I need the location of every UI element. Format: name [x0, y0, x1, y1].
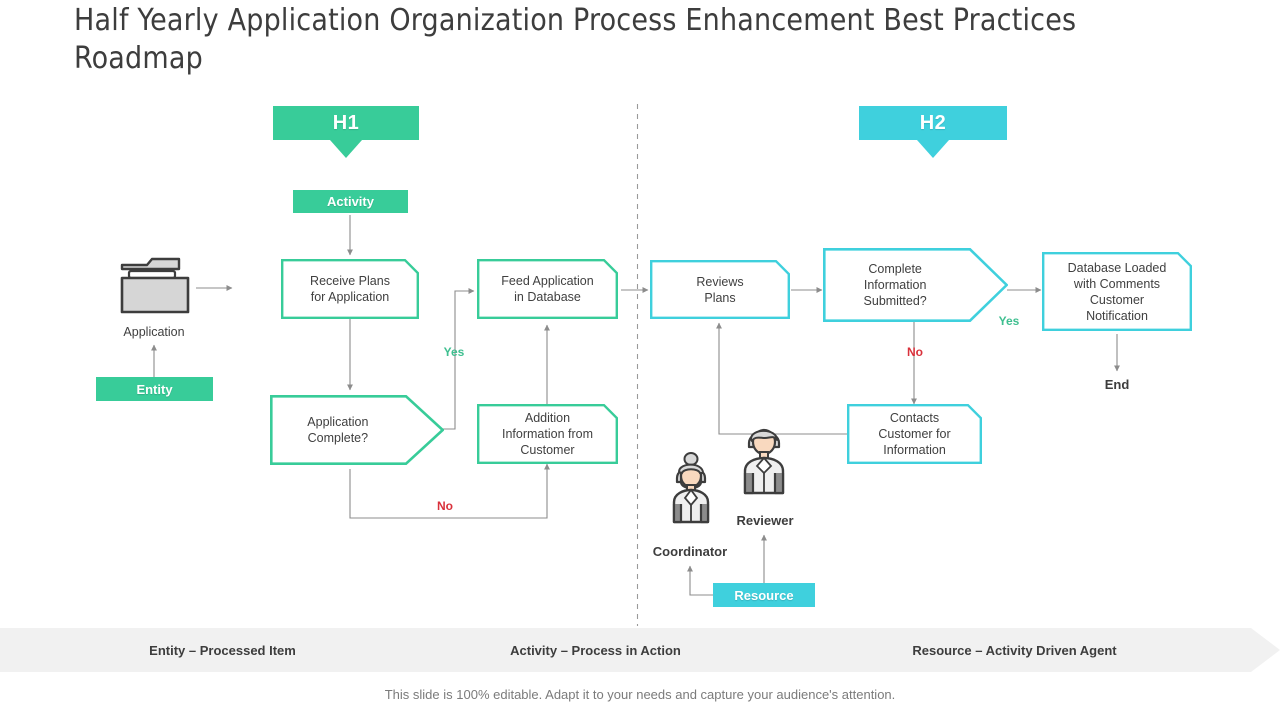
legend-item-activity: Activity – Process in Action [510, 642, 681, 658]
decision-application-complete[interactable]: Application Complete? [270, 395, 444, 465]
process-box-receive-plans[interactable]: Receive Plans for Application [281, 259, 419, 319]
phase-banner-h2-label: H2 [919, 111, 947, 134]
phase-arrow-h2-icon [917, 140, 949, 158]
process-shape [477, 404, 618, 464]
actor-reviewer-label: Reviewer [736, 513, 794, 528]
decision-shape [823, 248, 1008, 322]
flow-label-h2-no: No [907, 345, 923, 359]
tag-entity[interactable]: Entity [96, 377, 213, 401]
process-box-database-loaded[interactable]: Database Loaded with Comments Customer N… [1042, 252, 1192, 331]
terminator-end-label: End [1104, 377, 1130, 392]
page-title: Half Yearly Application Organization Pro… [74, 3, 1077, 76]
tag-entity-label: Entity [136, 381, 173, 397]
process-box-feed-application-label: Feed Application in Database [501, 274, 594, 304]
decision-complete-information[interactable]: Complete Information Submitted? [823, 248, 1008, 322]
person-female-icon [666, 452, 716, 524]
process-box-feed-application[interactable]: Feed Application in Database [477, 259, 618, 319]
person-male-icon [738, 421, 790, 495]
process-box-addition-info[interactable]: Addition Information from Customer [477, 404, 618, 464]
tag-activity[interactable]: Activity [293, 190, 408, 213]
legend-bar: Entity – Processed Item Activity – Proce… [0, 628, 1280, 672]
legend-item-entity: Entity – Processed Item [149, 642, 296, 658]
process-box-addition-info-label: Addition Information from Customer [501, 411, 593, 457]
phase-arrow-h1-icon [330, 140, 362, 158]
process-shape [281, 259, 419, 319]
process-box-contacts-customer-label: Contacts Customer for Information [878, 411, 951, 457]
slide-caption: This slide is 100% editable. Adapt it to… [384, 687, 896, 702]
flow-label-h1-no: No [437, 499, 453, 513]
phase-banner-h2[interactable]: H2 [859, 106, 1007, 140]
decision-complete-information-label: Complete Information Submitted? [863, 262, 927, 308]
folder-icon [117, 255, 193, 317]
phase-banner-h1[interactable]: H1 [273, 106, 419, 140]
process-shape [477, 259, 618, 319]
flow-label-h1-yes: Yes [443, 345, 465, 359]
tag-resource[interactable]: Resource [713, 583, 815, 607]
legend-bar-shape [0, 628, 1280, 672]
tag-activity-label: Activity [327, 194, 374, 209]
entity-application-label: Application [123, 325, 185, 339]
flow-label-h2-yes: Yes [998, 314, 1020, 328]
process-box-reviews-plans-label: Reviews Plans [696, 274, 744, 305]
process-shape [650, 260, 790, 319]
process-shape [847, 404, 982, 464]
process-shape [1042, 252, 1192, 331]
actor-coordinator-label: Coordinator [652, 544, 728, 559]
phase-banner-h1-label: H1 [332, 111, 360, 134]
process-box-receive-plans-label: Receive Plans for Application [310, 274, 390, 304]
process-box-reviews-plans[interactable]: Reviews Plans [650, 260, 790, 319]
legend-item-resource: Resource – Activity Driven Agent [912, 642, 1117, 658]
process-box-contacts-customer[interactable]: Contacts Customer for Information [847, 404, 982, 464]
tag-resource-label: Resource [734, 587, 794, 603]
process-box-database-loaded-label: Database Loaded with Comments Customer N… [1067, 260, 1167, 323]
decision-shape [270, 395, 444, 465]
decision-application-complete-label: Application Complete? [307, 415, 369, 445]
